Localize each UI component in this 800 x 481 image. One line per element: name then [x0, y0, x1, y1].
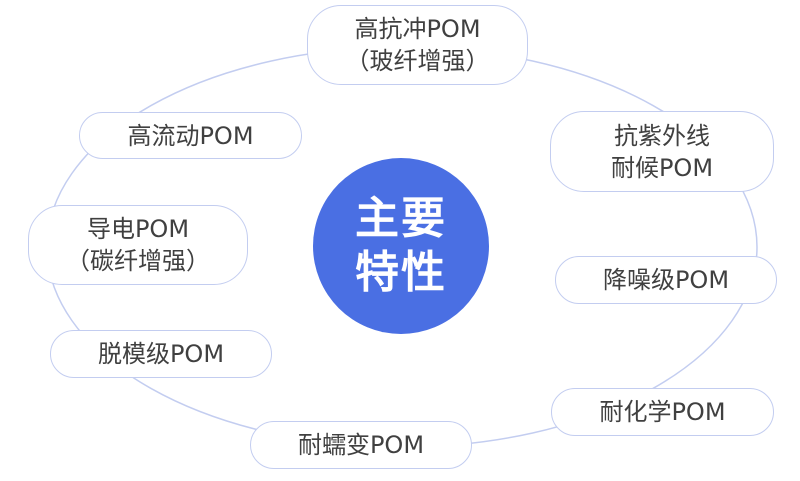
- feature-sublabel: （玻纤增强）: [345, 47, 490, 75]
- feature-conductive-pom: 导电POM （碳纤增强）: [28, 205, 248, 285]
- feature-high-impact-pom: 高抗冲POM （玻纤增强）: [307, 5, 528, 85]
- feature-high-flow-pom: 高流动POM: [79, 112, 302, 159]
- feature-sublabel: 耐候POM: [610, 153, 714, 182]
- feature-label: 抗紫外线: [614, 121, 710, 150]
- feature-label: 导电POM: [86, 215, 190, 243]
- feature-low-noise-pom: 降噪级POM: [555, 256, 777, 304]
- center-title-line-2: 特性: [355, 247, 447, 298]
- feature-release-grade-pom: 脱模级POM: [50, 330, 272, 378]
- feature-label: 降噪级POM: [602, 266, 730, 294]
- feature-label: 高抗冲POM: [354, 15, 481, 43]
- feature-creep-resistant-pom: 耐蠕变POM: [250, 421, 472, 469]
- center-title-line-1: 主要: [355, 193, 447, 244]
- feature-label: 耐化学POM: [599, 398, 726, 426]
- feature-label: 高流动POM: [127, 121, 254, 150]
- feature-label: 耐蠕变POM: [297, 431, 425, 459]
- feature-sublabel: （碳纤增强）: [66, 247, 210, 275]
- feature-chemical-resistant-pom: 耐化学POM: [551, 388, 774, 436]
- center-circle: 主要 特性: [313, 158, 489, 334]
- feature-label: 脱模级POM: [97, 340, 225, 368]
- feature-uv-weather-resistant-pom: 抗紫外线 耐候POM: [550, 111, 774, 192]
